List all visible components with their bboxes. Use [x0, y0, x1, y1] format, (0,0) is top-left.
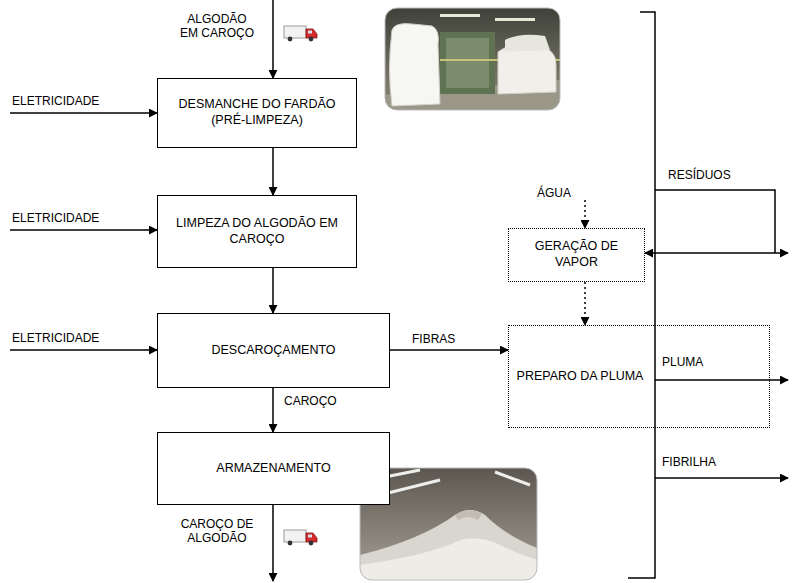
flow-label: ELETRICIDADE — [12, 211, 99, 225]
electricity-arrow — [10, 229, 157, 231]
edge-label: FIBRAS — [410, 332, 457, 346]
flow-arrow — [584, 282, 586, 325]
process-label: DESCAROÇAMENTO — [211, 343, 335, 359]
flow-label: CAROÇO DE ALGODÃO — [178, 517, 256, 546]
flow-label: ÁGUA — [537, 186, 571, 200]
process-box: DESCAROÇAMENTO — [157, 313, 390, 388]
output-arrow — [272, 505, 274, 581]
process-box: ARMAZENAMENTO — [157, 432, 390, 505]
optional-process-box: GERAÇÃO DE VAPOR — [508, 228, 645, 282]
electricity-arrow — [10, 112, 157, 114]
bracket-line — [628, 12, 655, 578]
process-label: LIMPEZA DO ALGODÃO EM CAROÇO — [174, 216, 340, 247]
flow-label: ELETRICIDADE — [12, 331, 99, 345]
process-box: LIMPEZA DO ALGODÃO EM CAROÇO — [157, 195, 357, 268]
flow-label: PLUMA — [662, 355, 703, 369]
residue-line — [655, 190, 775, 253]
optional-process-box: PREPARO DA PLUMA — [508, 325, 770, 428]
flow-label: FIBRILHA — [662, 455, 716, 469]
process-label: DESMANCHE DO FARDÃO (PRÉ-LIMPEZA) — [174, 97, 340, 128]
flow-label: ALGODÃO EM CAROÇO — [178, 12, 256, 41]
water-arrow — [584, 200, 586, 228]
process-box: DESMANCHE DO FARDÃO (PRÉ-LIMPEZA) — [157, 78, 357, 148]
process-label: ARMAZENAMENTO — [216, 461, 330, 477]
edge-label: CAROÇO — [282, 394, 339, 408]
module-photo — [385, 8, 560, 110]
output-bracket — [628, 12, 788, 578]
input-arrows — [10, 0, 585, 581]
flow-arrow — [272, 268, 274, 313]
photo-frame — [385, 8, 560, 110]
flow-arrow — [390, 349, 508, 351]
process-label: PREPARO DA PLUMA — [509, 369, 651, 385]
truck-icon — [284, 26, 317, 41]
residue-arrow — [645, 252, 788, 254]
output-arrow — [655, 477, 788, 479]
flow-label: ELETRICIDADE — [12, 94, 99, 108]
flow-label: RESÍDUOS — [668, 168, 731, 182]
electricity-arrow — [10, 349, 157, 351]
truck-icon — [284, 530, 317, 545]
flow-arrow — [272, 148, 274, 195]
flow-arrow — [272, 388, 274, 432]
input-arrow — [272, 0, 274, 78]
process-label: GERAÇÃO DE VAPOR — [519, 239, 634, 270]
output-arrow — [655, 379, 788, 381]
